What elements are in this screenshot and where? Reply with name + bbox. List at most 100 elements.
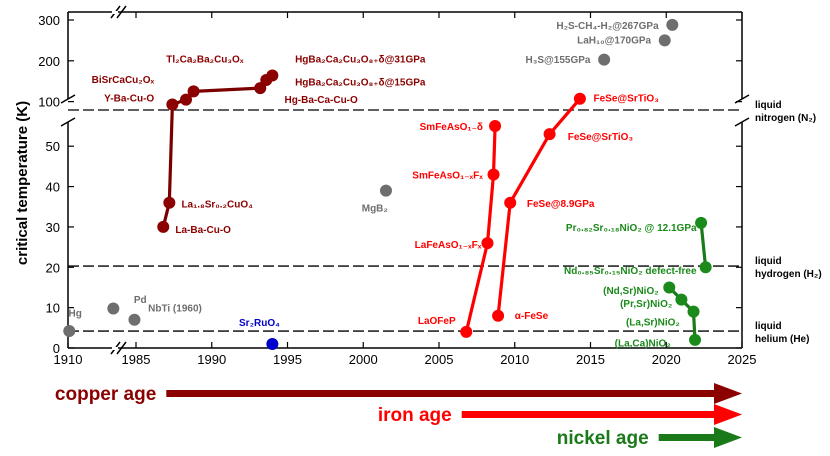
point-other-single-1: [128, 313, 141, 326]
label-19: FeSe@SrTiO₃: [568, 132, 634, 143]
label-16: SmFeAsO₁₋δ: [420, 122, 483, 133]
label-1: Pd: [134, 295, 147, 306]
label-26: (Nd,Sr)NiO₂: [603, 286, 659, 297]
reference-label-1-b: hydrogen (H₂): [755, 269, 822, 280]
y-tick-label-10: 10: [46, 301, 60, 316]
point-iron-2-0: [492, 309, 505, 322]
x-tick-label-1985: 1985: [122, 352, 151, 367]
x-tick-label-1910: 1910: [54, 352, 83, 367]
x-axis-gap-bottom: [112, 347, 118, 350]
point-nickel-3-3: [689, 333, 702, 346]
label-8: HgBa₂Ca₂Cu₃O₈₊δ@31GPa: [295, 54, 426, 65]
x-tick-label-2000: 2000: [349, 352, 378, 367]
age-arrow-head-0: [714, 383, 742, 404]
point-other-single-7: [666, 18, 679, 31]
point-iron-2-3: [573, 92, 586, 105]
point-ruthenate-single-3: [266, 337, 279, 350]
point-other-single-6: [658, 34, 671, 47]
y-tick-label-30: 30: [46, 220, 60, 235]
point-cuprate-0-2: [166, 98, 179, 111]
point-cuprate-0-5: [254, 82, 267, 95]
y-tick-label-40: 40: [46, 180, 60, 195]
label-7: Tl₂Ca₂Ba₂Cu₃Oₓ: [166, 54, 244, 65]
x-tick-label-1995: 1995: [273, 352, 302, 367]
reference-label-0-a: liquid: [755, 321, 782, 332]
point-iron-1-1: [481, 237, 494, 250]
label-18: FeSe@8.9GPa: [527, 199, 595, 210]
plot-frame: [60, 5, 750, 355]
label-23: H₂S-CH₄-H₂@267GPa: [556, 21, 659, 32]
reference-label-0-b: helium (He): [755, 334, 809, 345]
x-tick-label-2005: 2005: [425, 352, 454, 367]
point-nickel-4-1: [699, 261, 712, 274]
point-nickel-4-0: [695, 216, 708, 229]
x-tick-label-2015: 2015: [576, 352, 605, 367]
point-nickel-3-1: [675, 293, 688, 306]
label-9: HgBa₂Ca₂Cu₃O₈₊δ@15GPa: [295, 77, 426, 88]
y-tick-label-20: 20: [46, 260, 60, 275]
point-cuprate-0-0: [157, 220, 170, 233]
label-4: La₁.₈Sr₀.₂CuO₄: [181, 200, 253, 211]
label-21: H₃S@155GPa: [526, 55, 591, 66]
x-axis-break-mark-top-1: [116, 5, 127, 19]
label-29: (La,Ca)NiO₂: [615, 338, 671, 349]
label-3: La-Ba-Cu-O: [175, 225, 231, 236]
point-other-single-5: [598, 53, 611, 66]
age-arrow-head-1: [714, 404, 742, 425]
point-cuprate-0-3: [179, 93, 192, 106]
point-iron-2-1: [504, 196, 517, 209]
y-tick-label-300: 300: [38, 13, 60, 28]
point-nickel-3-2: [687, 305, 700, 318]
label-2: NbTi (1960): [148, 304, 202, 315]
label-10: Hg-Ba-Ca-Cu-O: [284, 95, 358, 106]
age-arrow-shaft-2: [658, 434, 714, 441]
point-nickel-3-0: [663, 281, 676, 294]
y-axis-break-mark-0: [60, 94, 76, 104]
data-points: [63, 18, 712, 350]
age-label-2: nickel age: [557, 428, 649, 449]
reference-label-1-a: liquid: [755, 256, 782, 267]
point-iron-1-3: [489, 120, 502, 133]
age-label-0: copper age: [55, 384, 156, 405]
y-tick-label-0: 0: [53, 341, 60, 356]
x-tick-label-1990: 1990: [197, 352, 226, 367]
label-5: Y-Ba-Cu-O: [104, 94, 154, 105]
label-15: SmFeAsO₁₋ₓFₓ: [412, 171, 483, 182]
y-tick-label-200: 200: [38, 54, 60, 69]
point-cuprate-0-7: [266, 69, 279, 82]
label-6: BiSrCaCu₂Oₓ: [92, 75, 155, 86]
y-axis-break-mark-3: [734, 117, 750, 127]
label-17: α-FeSe: [515, 311, 549, 322]
label-22: LaH₁₀@170GPa: [577, 35, 651, 46]
point-cuprate-0-1: [163, 196, 176, 209]
label-13: LaOFeP: [418, 316, 456, 327]
point-other-single-2: [107, 302, 120, 315]
x-tick-label-2010: 2010: [500, 352, 529, 367]
age-arrows: copper age iron age nickel age: [55, 383, 742, 449]
label-12: MgB₂: [362, 204, 388, 215]
y-axis-label: critical temperature (K): [14, 101, 31, 265]
label-27: (Pr,Sr)NiO₂: [620, 299, 672, 310]
age-arrow-head-2: [714, 427, 742, 448]
point-other-single-0: [63, 325, 76, 338]
label-14: LaFeAsO₁₋ₓFₓ: [415, 240, 482, 251]
label-24: Pr₀.₈₂Sr₀.₁₈NiO₂ @ 12.1GPa: [566, 223, 697, 234]
series-line-nickel-3: [668, 286, 697, 340]
point-iron-1-2: [487, 168, 500, 181]
series-line-iron-2: [496, 97, 582, 316]
point-iron-1-0: [460, 325, 473, 338]
x-tick-label-2020: 2020: [652, 352, 681, 367]
y-axis-break-mark-1: [60, 117, 76, 127]
series-line-nickel-4: [699, 222, 708, 268]
y-tick-label-100: 100: [38, 95, 60, 110]
age-arrow-shaft-0: [166, 390, 715, 397]
y-tick-label-50: 50: [46, 139, 60, 154]
age-label-1: iron age: [378, 405, 452, 426]
reference-label-2-b: nitrogen (N₂): [755, 113, 816, 124]
label-0: Hg: [69, 309, 82, 320]
point-other-single-4: [379, 184, 392, 197]
point-iron-2-2: [543, 128, 556, 141]
